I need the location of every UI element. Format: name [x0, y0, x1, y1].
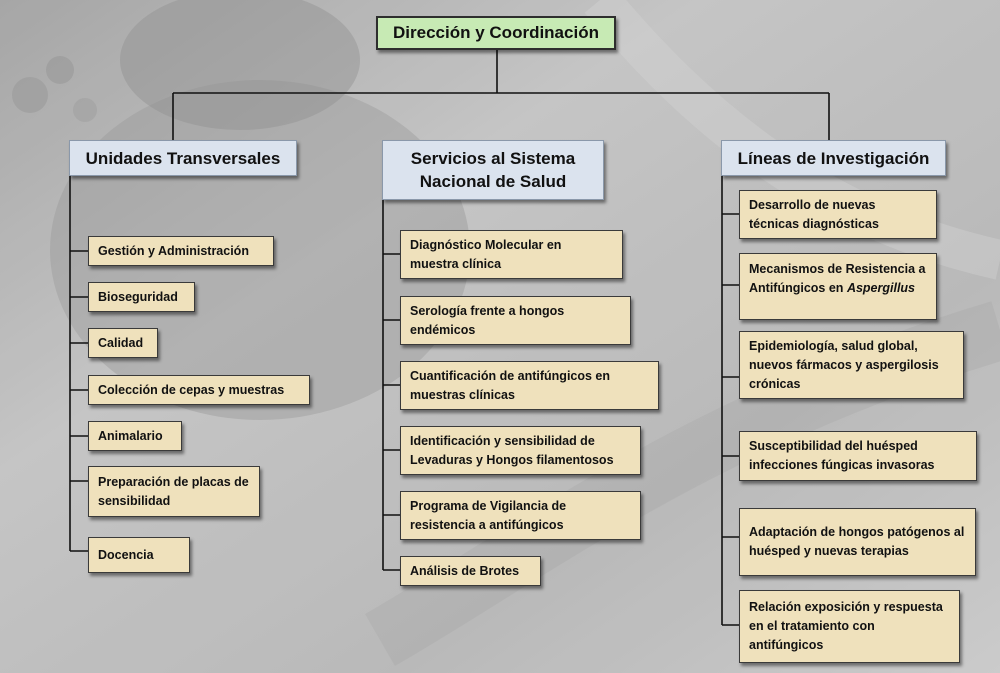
- direction-coordination-box: Dirección y Coordinación: [376, 16, 616, 50]
- list-item-resistance-mechanisms: Mecanismos de Resistencia a Antifúngicos…: [739, 253, 937, 320]
- list-item-diagnostic-techniques: Desarrollo de nuevas técnicas diagnóstic…: [739, 190, 937, 239]
- list-item-antifungal-quantification: Cuantificación de antifúngicos en muestr…: [400, 361, 659, 410]
- list-item-strain-collection: Colección de cepas y muestras: [88, 375, 310, 405]
- list-item-exposure-response: Relación exposición y respuesta en el tr…: [739, 590, 960, 663]
- list-item-outbreak-analysis: Análisis de Brotes: [400, 556, 541, 586]
- list-item-serology: Serología frente a hongos endémicos: [400, 296, 631, 345]
- research-lines-heading: Líneas de Investigación: [721, 140, 946, 176]
- list-item-animal-facility: Animalario: [88, 421, 182, 451]
- list-item-plate-preparation: Preparación de placas de sensibilidad: [88, 466, 260, 517]
- list-item-epidemiology: Epidemiología, salud global, nuevos fárm…: [739, 331, 964, 399]
- list-item-biosafety: Bioseguridad: [88, 282, 195, 312]
- list-item-identification-susceptibility: Identificación y sensibilidad de Levadur…: [400, 426, 641, 475]
- aspergillus-term: Aspergillus: [847, 281, 915, 295]
- list-item-surveillance-program: Programa de Vigilancia de resistencia a …: [400, 491, 641, 540]
- transversal-units-heading: Unidades Transversales: [69, 140, 297, 176]
- list-item-host-susceptibility: Susceptibilidad del huésped infecciones …: [739, 431, 977, 481]
- list-item-teaching: Docencia: [88, 537, 190, 573]
- list-item-quality: Calidad: [88, 328, 158, 358]
- list-item-fungal-adaptation: Adaptación de hongos patógenos al huéspe…: [739, 508, 976, 576]
- list-item-molecular-diagnosis: Diagnóstico Molecular en muestra clínica: [400, 230, 623, 279]
- health-services-heading: Servicios al Sistema Nacional de Salud: [382, 140, 604, 200]
- list-item-management: Gestión y Administración: [88, 236, 274, 266]
